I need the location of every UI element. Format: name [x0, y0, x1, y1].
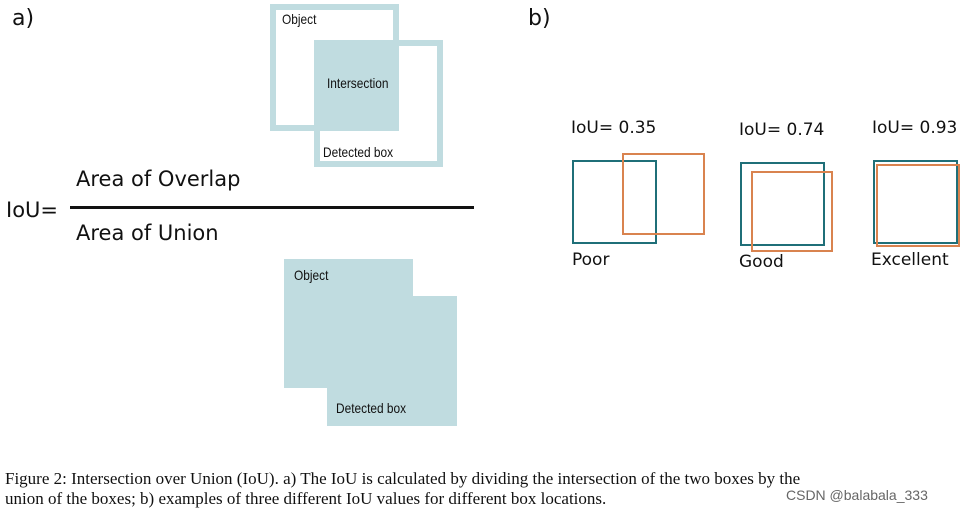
formula-numerator: Area of Overlap	[76, 167, 241, 191]
union-detected-region	[327, 296, 457, 426]
fraction-bar	[70, 206, 474, 209]
detected-box	[622, 153, 705, 235]
ground-truth-box	[572, 160, 657, 244]
top-object-label: Object	[282, 11, 317, 27]
ground-truth-box	[873, 160, 958, 244]
figure-caption-line-2: union of the boxes; b) examples of three…	[5, 489, 607, 508]
intersection-region	[320, 46, 399, 131]
iou-value-label: IoU= 0.35	[571, 118, 657, 138]
detected-box	[876, 164, 960, 247]
detected-box-outline	[314, 40, 443, 167]
formula-lhs: IoU=	[6, 198, 59, 222]
panel-b-label: b)	[528, 6, 551, 31]
ground-truth-box	[740, 162, 825, 246]
top-detected-box-label: Detected box	[323, 144, 394, 160]
bottom-detected-box-label: Detected box	[336, 400, 407, 416]
formula-denominator: Area of Union	[76, 221, 219, 245]
panel-a-label: a)	[12, 6, 35, 31]
watermark: CSDN @balabala_333	[786, 487, 928, 503]
iou-value-label: IoU= 0.93	[872, 118, 958, 138]
quality-label: Good	[739, 252, 784, 272]
detected-box	[751, 171, 833, 252]
bottom-object-label: Object	[294, 267, 329, 283]
quality-label: Excellent	[871, 250, 949, 270]
quality-label: Poor	[572, 250, 610, 270]
figure-caption-line-1: Figure 2: Intersection over Union (IoU).…	[5, 469, 801, 488]
iou-value-label: IoU= 0.74	[739, 120, 825, 140]
intersection-label: Intersection	[327, 75, 389, 91]
